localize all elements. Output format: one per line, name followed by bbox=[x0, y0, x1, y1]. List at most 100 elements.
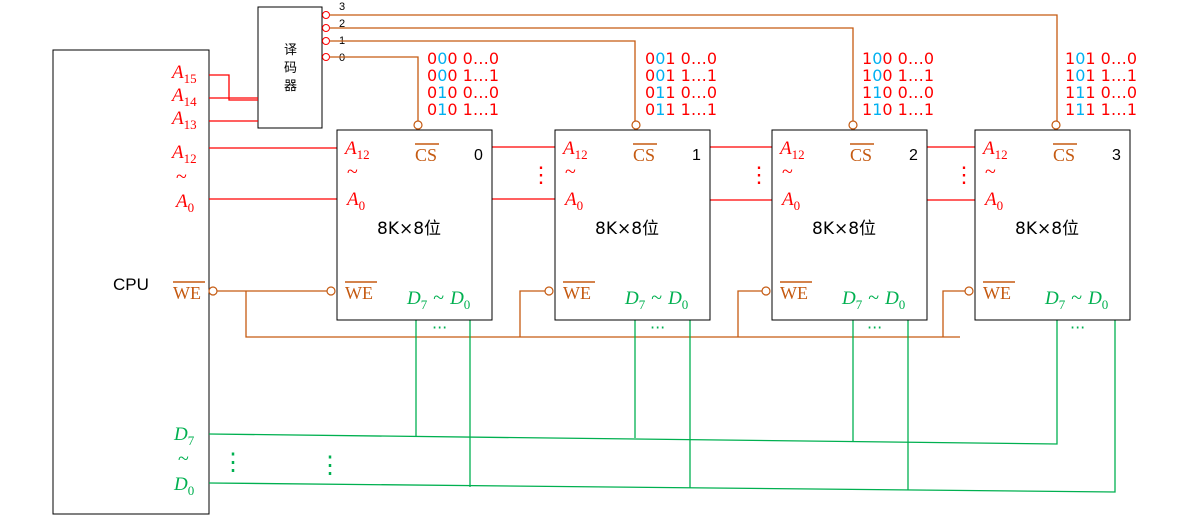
decoder-out-1-bubble bbox=[322, 37, 330, 45]
decoder-box bbox=[257, 6, 323, 129]
cpu-a14-label: A14 bbox=[170, 85, 197, 109]
chip-capacity: 8K×8位 bbox=[595, 219, 659, 239]
we-wire-chip2 bbox=[737, 290, 763, 337]
decoder-out-2-bubble bbox=[322, 24, 330, 32]
chip-we-label: WE bbox=[983, 283, 1011, 303]
we-wire-bus bbox=[245, 291, 960, 338]
chip-a12-label: A12 bbox=[343, 138, 370, 162]
chip-cs-label: CS bbox=[415, 145, 437, 165]
cpu-a15-label: A15 bbox=[170, 62, 197, 86]
data-bus-dots-left: ⋮ bbox=[221, 450, 245, 476]
chip-data-label: D7~D0 bbox=[624, 287, 688, 312]
chip-index: 1 bbox=[692, 147, 701, 164]
addr-bus-dots-2-3: ⋮ bbox=[953, 162, 975, 187]
we-bus bbox=[217, 290, 966, 338]
chip-capacity: 8K×8位 bbox=[1015, 219, 1079, 239]
chip-cs-label: CS bbox=[850, 145, 872, 165]
chip-a0-label: A0 bbox=[563, 189, 583, 213]
chip-a12-label: A12 bbox=[981, 138, 1008, 162]
chip-we-bubble bbox=[964, 286, 974, 296]
chip-data-ellipsis: ··· bbox=[1070, 318, 1085, 337]
chip-we-label: WE bbox=[780, 283, 808, 303]
chip-capacity: 8K×8位 bbox=[377, 219, 441, 239]
we-wire-chip3 bbox=[942, 290, 966, 337]
decoder-out-3-label: 3 bbox=[339, 1, 345, 13]
chip-data-ellipsis: ··· bbox=[650, 318, 665, 337]
decoder-block: 译 码 器 3 2 1 0 bbox=[257, 1, 345, 129]
cpu-addr-tilde: ~ bbox=[176, 166, 187, 188]
chip-data-label: D7~D0 bbox=[1044, 287, 1108, 312]
chip-data-ellipsis: ··· bbox=[867, 318, 882, 337]
decoder-char-2: 码 bbox=[284, 60, 297, 75]
chip-index: 2 bbox=[909, 147, 918, 164]
chip-address-range-1: 000 1…1 bbox=[427, 66, 499, 85]
a15-wire bbox=[209, 74, 258, 101]
d0-wire bbox=[208, 320, 1116, 493]
we-wire-chip1 bbox=[519, 290, 545, 337]
cpu-a12-label: A12 bbox=[170, 142, 197, 166]
chip-address-range-1: 100 1…1 bbox=[862, 66, 934, 85]
cpu-we-bubble bbox=[208, 286, 218, 296]
chip-cs-bubble bbox=[631, 120, 641, 130]
cpu-label: CPU bbox=[113, 275, 149, 294]
chip-address-range-1: 101 1…1 bbox=[1065, 66, 1137, 85]
data-bus-dots-mid: ⋮ bbox=[318, 453, 342, 479]
chip-data-label: D7~D0 bbox=[841, 287, 905, 312]
chip-address-range-1: 001 1…1 bbox=[645, 66, 717, 85]
cs2-wire bbox=[330, 27, 854, 121]
chip-we-label: WE bbox=[345, 283, 373, 303]
chip-address-range-2: 010 0…0 bbox=[427, 83, 499, 102]
chip-select-lines bbox=[330, 14, 1058, 121]
cpu-a0-label: A0 bbox=[174, 191, 194, 215]
d7-wire bbox=[208, 320, 1058, 445]
addr-bus-dots-1-2: ⋮ bbox=[748, 162, 770, 187]
decoder-out-0-bubble bbox=[322, 53, 330, 61]
chip-cs-label: CS bbox=[633, 145, 655, 165]
chip-address-range-0: 101 0…0 bbox=[1065, 49, 1137, 68]
cpu-data-tilde: ~ bbox=[178, 448, 189, 470]
chip-a0-label: A0 bbox=[780, 189, 800, 213]
cpu-we-label: WE bbox=[173, 283, 201, 303]
chip-cs-bubble bbox=[413, 120, 423, 130]
chip-cs-bubble bbox=[848, 120, 858, 130]
chip-we-label: WE bbox=[563, 283, 591, 303]
low-address-bus bbox=[209, 146, 975, 201]
chip-addr-tilde: ~ bbox=[782, 161, 793, 183]
chip-we-bubble bbox=[544, 286, 554, 296]
chip-we-bubble bbox=[761, 286, 771, 296]
decoder-out-2-label: 2 bbox=[339, 18, 345, 30]
chip-addr-tilde: ~ bbox=[985, 161, 996, 183]
chip-we-bubble bbox=[326, 286, 336, 296]
cpu-d7-label: D7 bbox=[173, 424, 195, 448]
chip-data-label: D7~D0 bbox=[406, 287, 470, 312]
chip-cs-bubble bbox=[1051, 120, 1061, 130]
chip-a12-label: A12 bbox=[778, 138, 805, 162]
chip-addr-tilde: ~ bbox=[347, 161, 358, 183]
cpu-d0-label: D0 bbox=[173, 474, 194, 498]
chip-a12-label: A12 bbox=[561, 138, 588, 162]
chip-cs-label: CS bbox=[1053, 145, 1075, 165]
chip-address-range-2: 110 0…0 bbox=[862, 83, 934, 102]
chip-box bbox=[771, 129, 928, 321]
chip-index: 0 bbox=[474, 147, 483, 164]
chip-address-range-2: 011 0…0 bbox=[645, 83, 717, 102]
chip-address-range-3: 011 1…1 bbox=[645, 100, 717, 119]
cpu-box bbox=[52, 49, 210, 515]
chip-a0-label: A0 bbox=[345, 189, 365, 213]
chip-address-range-0: 001 0…0 bbox=[645, 49, 717, 68]
chip-a0-label: A0 bbox=[983, 189, 1003, 213]
decoder-out-0-label: 0 bbox=[339, 52, 345, 64]
chip-address-range-3: 010 1…1 bbox=[427, 100, 499, 119]
high-address-lines bbox=[209, 74, 258, 122]
chip-addr-tilde: ~ bbox=[565, 161, 576, 183]
chip-address-range-0: 100 0…0 bbox=[862, 49, 934, 68]
cpu-block: CPU A15 A14 A13 A12 ~ A0 WE D7 ~ D0 bbox=[52, 49, 210, 515]
chip-box bbox=[336, 129, 493, 321]
chip-address-range-0: 000 0…0 bbox=[427, 49, 499, 68]
cs1-wire bbox=[330, 40, 636, 121]
data-bus bbox=[208, 320, 1116, 493]
